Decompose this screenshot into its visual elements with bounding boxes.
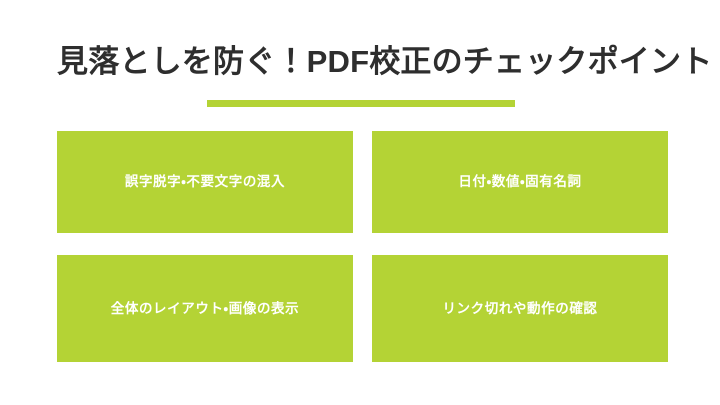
title-block: 見落としを防ぐ！PDF校正のチェックポイント (0, 40, 720, 84)
checklist-card-4[interactable]: リンク切れや動作の確認 (372, 255, 668, 362)
checklist-card-2-label: 日付・数値・固有名詞 (458, 174, 582, 190)
checklist-card-3-label: 全体のレイアウト・画像の表示 (110, 300, 300, 316)
checklist-card-3[interactable]: 全体のレイアウト・画像の表示 (57, 255, 353, 362)
title-accent-rule (207, 100, 515, 107)
checklist-card-2[interactable]: 日付・数値・固有名詞 (372, 131, 668, 233)
page-title: 見落としを防ぐ！PDF校正のチェックポイント (57, 44, 713, 79)
checklist-card-grid: 誤字脱字・不要文字の混入 日付・数値・固有名詞 全体のレイアウト・画像の表示 リ… (57, 131, 668, 362)
checklist-card-4-label: リンク切れや動作の確認 (442, 300, 598, 316)
checklist-card-1[interactable]: 誤字脱字・不要文字の混入 (57, 131, 353, 233)
checklist-card-1-label: 誤字脱字・不要文字の混入 (124, 174, 286, 190)
